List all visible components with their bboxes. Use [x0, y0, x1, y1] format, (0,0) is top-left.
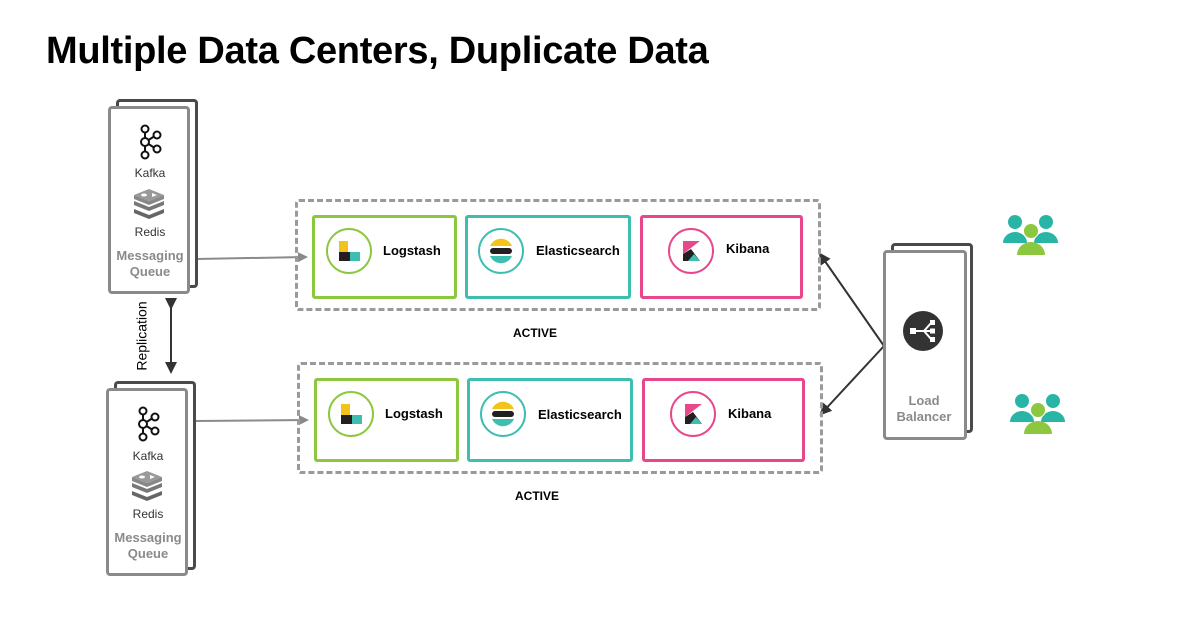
- mq2-redis-label: Redis: [132, 507, 164, 521]
- elasticsearch-label: Elasticsearch: [538, 407, 622, 422]
- kibana-icon: [683, 241, 700, 261]
- elasticsearch-icon-circle: [478, 228, 524, 274]
- dc1-status: ACTIVE: [513, 326, 558, 340]
- page-title: Multiple Data Centers, Duplicate Data: [46, 30, 709, 72]
- kibana-label: Kibana: [726, 241, 770, 256]
- kibana-icon-circle: [668, 228, 714, 274]
- kafka-icon: [138, 406, 160, 442]
- logstash-icon-circle: [326, 228, 372, 274]
- logstash-label: Logstash: [383, 243, 441, 258]
- mq1-kafka-label: Kafka: [134, 166, 166, 180]
- elasticsearch-card-1: Elasticsearch: [465, 215, 631, 299]
- logstash-icon-circle: [328, 391, 374, 437]
- kibana-card-1: Kibana: [640, 215, 803, 299]
- lb-title-line1: Load: [908, 393, 940, 408]
- lb-to-dc1-arrow: [818, 252, 885, 347]
- mq2-to-dc2-arrow: [195, 415, 309, 426]
- kibana-label: Kibana: [728, 406, 772, 421]
- logstash-card-1: Logstash: [312, 215, 457, 299]
- kibana-card-2: Kibana: [642, 378, 805, 462]
- logstash-icon: [339, 241, 360, 261]
- mq1-title-line2: Queue: [129, 264, 171, 279]
- elasticsearch-label: Elasticsearch: [536, 243, 620, 258]
- data-center-1: [295, 199, 821, 311]
- logstash-icon: [341, 404, 362, 424]
- users-icon: [1010, 394, 1065, 434]
- elasticsearch-card-2: Elasticsearch: [467, 378, 633, 462]
- replication-label: Replication: [133, 301, 150, 371]
- mq2-title-line2: Queue: [127, 546, 169, 561]
- elasticsearch-icon: [492, 401, 514, 427]
- logstash-label: Logstash: [385, 406, 443, 421]
- mq1-redis-label: Redis: [134, 225, 166, 239]
- elasticsearch-icon: [490, 238, 512, 264]
- load-balancer-icon: [903, 311, 943, 351]
- data-center-2: [297, 362, 823, 474]
- redis-icon: [134, 189, 164, 219]
- logstash-card-2: Logstash: [314, 378, 459, 462]
- elasticsearch-icon-circle: [480, 391, 526, 437]
- lb-to-dc2-arrow: [819, 345, 885, 416]
- kibana-icon-circle: [670, 391, 716, 437]
- redis-icon: [132, 471, 162, 501]
- mq1-title-line1: Messaging: [116, 248, 184, 263]
- kafka-icon: [140, 124, 162, 160]
- users-icon: [1003, 215, 1058, 255]
- mq1-to-dc1-arrow: [195, 252, 308, 263]
- lb-title-line2: Balancer: [896, 409, 952, 424]
- dc2-status: ACTIVE: [515, 489, 560, 503]
- mq2-kafka-label: Kafka: [132, 449, 164, 463]
- kibana-icon: [685, 404, 702, 424]
- mq2-title-line1: Messaging: [114, 530, 182, 545]
